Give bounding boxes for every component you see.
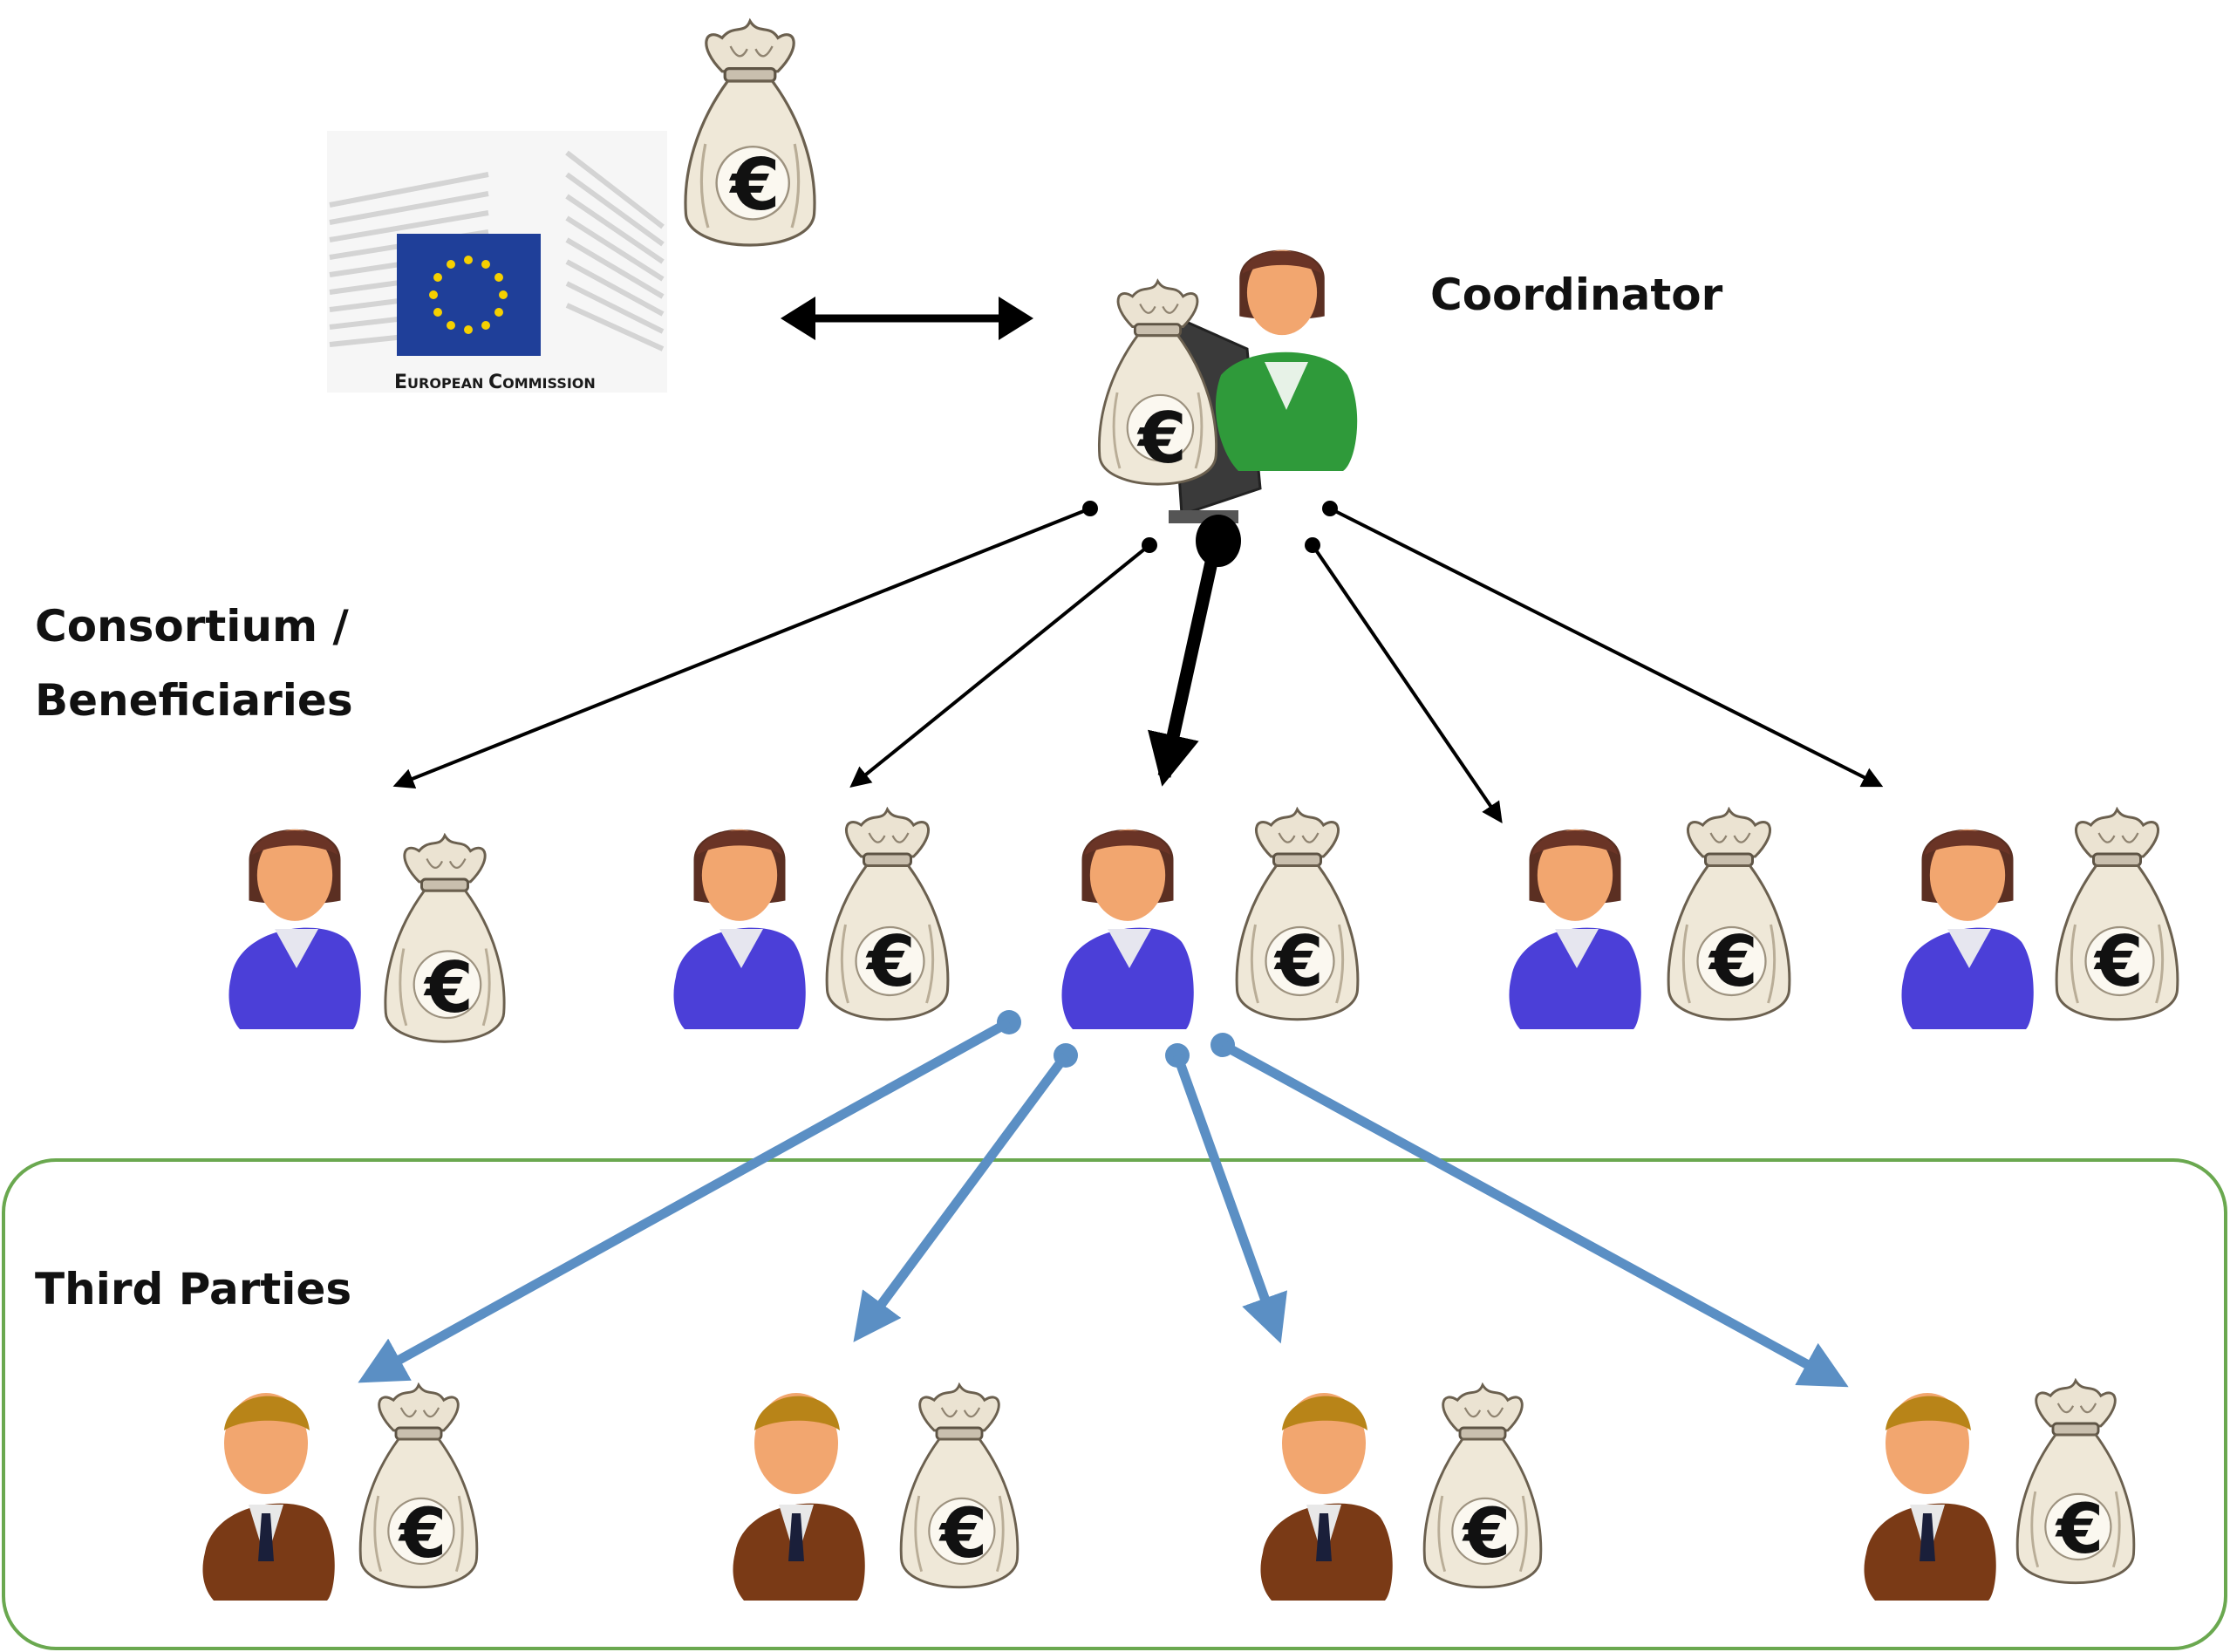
beneficiary-4: € xyxy=(1509,808,1791,1029)
ec-caption: EUROPEAN COMMISSION xyxy=(394,372,596,393)
third-party-money-bag-icon: € xyxy=(2015,1379,2136,1585)
third-party-4: € xyxy=(1864,1379,2136,1601)
third-party-3: € xyxy=(1260,1383,1543,1601)
beneficiary-5: € xyxy=(1901,808,2179,1029)
beneficiary-3: € xyxy=(1061,808,1360,1029)
person-third-party-icon xyxy=(733,1393,865,1601)
beneficiary-to-third-parties-arrows xyxy=(358,1010,1849,1388)
person-beneficiary-icon xyxy=(1061,829,1194,1029)
third-party-2: € xyxy=(733,1383,1020,1601)
person-third-party-icon xyxy=(1864,1393,1996,1601)
coordinator-to-beneficiaries-arrows xyxy=(392,501,1884,823)
third-parties-frame xyxy=(2,1158,2227,1650)
person-third-party-icon xyxy=(202,1393,335,1601)
beneficiary-money-bag-icon: € xyxy=(384,834,506,1043)
svg-text:€: € xyxy=(423,947,474,1028)
eu-flag xyxy=(397,234,541,356)
third-party-money-bag-icon: € xyxy=(1422,1383,1543,1589)
svg-text:€: € xyxy=(2093,921,2144,1002)
svg-text:€: € xyxy=(2055,1491,2104,1569)
beneficiary-money-bag-icon: € xyxy=(1667,808,1791,1021)
svg-text:€: € xyxy=(1136,398,1187,479)
person-coordinator-icon xyxy=(1215,249,1358,471)
third-party-1: € xyxy=(202,1383,479,1601)
coordinator-group: € xyxy=(1097,249,1358,523)
svg-text:€: € xyxy=(1462,1495,1511,1573)
svg-text:€: € xyxy=(1273,921,1324,1002)
beneficiary-2: € xyxy=(673,808,950,1029)
eu-stars xyxy=(429,256,508,334)
coordinator-label: Coordinator xyxy=(1430,270,1723,320)
consortium-label-line1: Consortium / xyxy=(35,601,350,652)
third-parties-label: Third Parties xyxy=(35,1264,351,1314)
ec-coordinator-double-arrow xyxy=(781,297,1033,340)
svg-text:€: € xyxy=(398,1495,447,1573)
svg-text:€: € xyxy=(938,1495,987,1573)
ec-money-bag-icon: € xyxy=(684,19,816,247)
person-beneficiary-icon xyxy=(673,829,806,1029)
consortium-label-line2: Beneficiaries xyxy=(35,675,353,726)
european-commission-logo: EUROPEAN COMMISSION xyxy=(327,131,667,393)
person-beneficiary-icon xyxy=(1901,829,2034,1029)
third-party-money-bag-icon: € xyxy=(358,1383,479,1589)
coordinator-money-bag-icon: € xyxy=(1097,279,1218,486)
svg-text:€: € xyxy=(1708,921,1758,1002)
beneficiary-1: € xyxy=(228,829,506,1043)
beneficiary-money-bag-icon: € xyxy=(2055,808,2179,1021)
beneficiary-money-bag-icon: € xyxy=(825,808,950,1021)
svg-text:€: € xyxy=(728,144,780,227)
person-third-party-icon xyxy=(1260,1393,1393,1601)
person-beneficiary-icon xyxy=(1509,829,1641,1029)
beneficiary-money-bag-icon: € xyxy=(1235,808,1360,1021)
third-party-money-bag-icon: € xyxy=(899,1383,1020,1589)
svg-text:€: € xyxy=(865,921,916,1002)
person-beneficiary-icon xyxy=(228,829,361,1029)
